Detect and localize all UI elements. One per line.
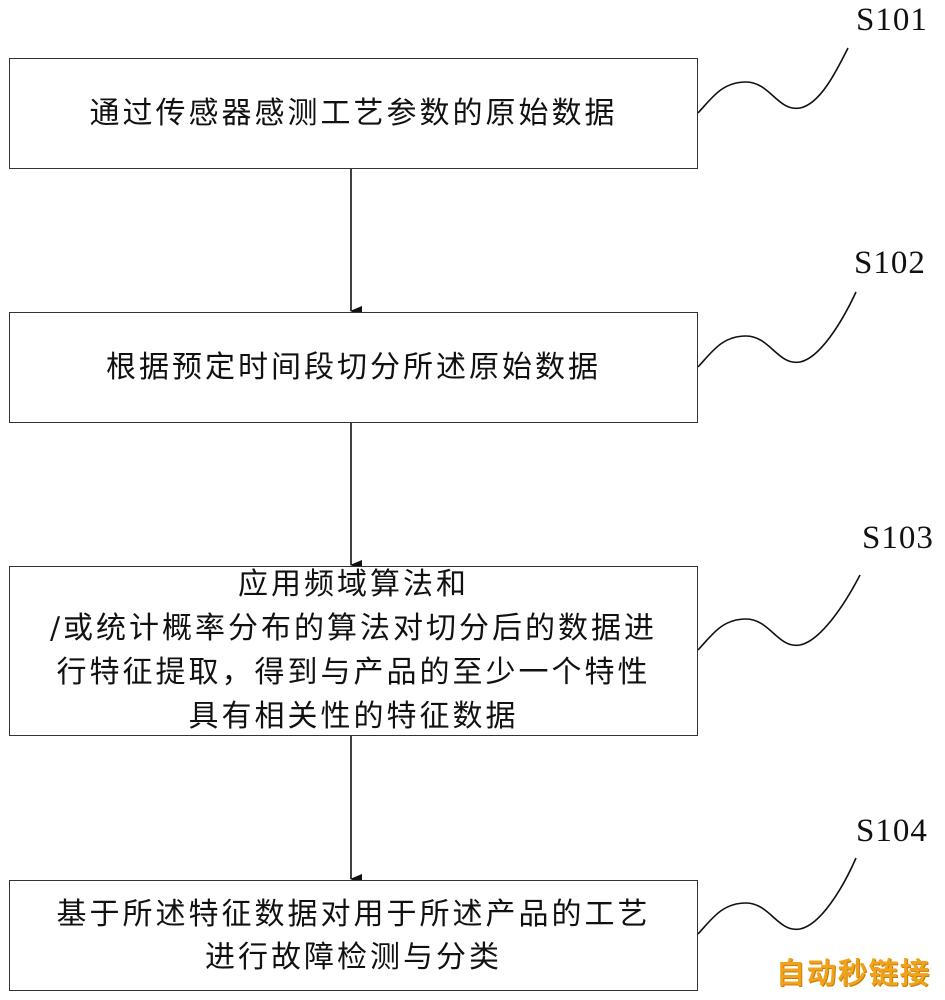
step-text-s103-line-4: 具有相关性的特征数据 bbox=[188, 699, 519, 734]
leader-line-s103 bbox=[697, 574, 861, 651]
watermark-logo: 自动秒链接 bbox=[775, 956, 931, 990]
leader-line-s104 bbox=[697, 857, 857, 935]
step-text-s102: 根据预定时间段切分所述原始数据 bbox=[106, 350, 601, 385]
leader-line-s101 bbox=[697, 47, 849, 114]
step-label-s102: S102 bbox=[854, 245, 926, 281]
step-box-s102: 根据预定时间段切分所述原始数据 bbox=[9, 312, 698, 423]
leader-line-s102 bbox=[697, 291, 857, 368]
step-text-s103-line-2: /或统计概率分布的算法对切分后的数据进 bbox=[49, 611, 658, 646]
step-box-s103: 应用频域算法和 /或统计概率分布的算法对切分后的数据进 行特征提取，得到与产品的… bbox=[9, 566, 698, 736]
step-box-s101: 通过传感器感测工艺参数的原始数据 bbox=[9, 58, 698, 169]
step-text-s104-line-2: 进行故障检测与分类 bbox=[205, 939, 502, 975]
step-box-s104: 基于所述特征数据对用于所述产品的工艺 进行故障检测与分类 bbox=[9, 880, 698, 991]
step-text-s103: 应用频域算法和 /或统计概率分布的算法对切分后的数据进 行特征提取，得到与产品的… bbox=[40, 563, 667, 739]
step-text-s104: 基于所述特征数据对用于所述产品的工艺 进行故障检测与分类 bbox=[47, 893, 661, 979]
step-text-s101: 通过传感器感测工艺参数的原始数据 bbox=[89, 96, 618, 131]
step-label-s104: S104 bbox=[856, 813, 928, 849]
step-text-s103-line-1: 应用频域算法和 bbox=[237, 567, 469, 602]
step-text-s104-line-1: 基于所述特征数据对用于所述产品的工艺 bbox=[56, 896, 651, 932]
step-label-s103: S103 bbox=[862, 520, 934, 556]
step-label-s101: S101 bbox=[856, 2, 928, 38]
step-text-s103-line-3: 行特征提取，得到与产品的至少一个特性 bbox=[56, 655, 651, 690]
